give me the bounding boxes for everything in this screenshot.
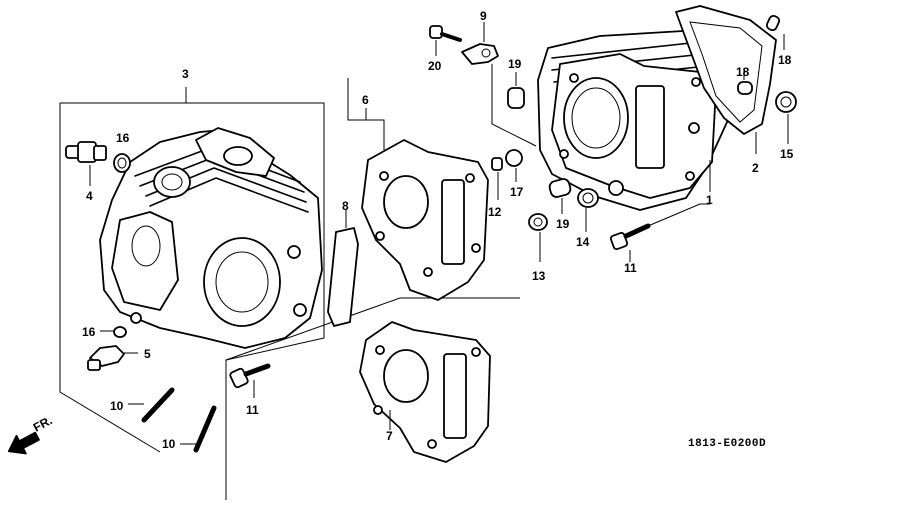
- part-9-hose-clamp: [461, 22, 537, 147]
- callout-17: 17: [510, 185, 524, 199]
- cylinder-head: [99, 127, 323, 349]
- part-8-cam-chain-guide: [327, 210, 359, 327]
- callout-16-upper: 16: [116, 131, 130, 145]
- callout-19-lower: 19: [556, 217, 570, 231]
- callout-7: 7: [386, 429, 393, 443]
- callout-20: 20: [428, 59, 442, 73]
- gasket-group-bracket: [225, 78, 520, 361]
- part-4-valve-cap: [65, 141, 107, 186]
- part-19-dowel-lower: [548, 178, 572, 214]
- callout-3: 3: [182, 67, 189, 81]
- callout-18-top: 18: [778, 53, 792, 67]
- part-11-flange-bolt-right: [609, 203, 710, 262]
- part-17-cap-nut: [505, 149, 523, 182]
- callout-11-right: 11: [624, 261, 637, 275]
- callout-18-mid: 18: [736, 65, 750, 79]
- part-7-head-gasket-lower: [359, 321, 491, 463]
- callout-10-upper: 10: [110, 399, 124, 413]
- callout-2: 2: [752, 161, 759, 175]
- part-19-dowel-upper: [507, 72, 525, 109]
- part-14-o-ring: [577, 188, 599, 232]
- part-6-head-gasket-upper: [361, 139, 489, 301]
- cylinder-head-group-bracket: [59, 87, 325, 500]
- part-12-dowel-pin: [491, 157, 503, 200]
- label-fr: FR.: [31, 413, 55, 434]
- part-11-flange-bolt-left: [229, 363, 271, 398]
- callout-10-lower: 10: [162, 437, 176, 451]
- part-13-washer: [528, 213, 548, 262]
- part-18-dowel-pin-top: [765, 14, 785, 50]
- front-direction-arrow: [7, 431, 40, 455]
- part-2-cylinder-base-gasket: [675, 5, 777, 154]
- part-15-oil-seal: [775, 91, 797, 144]
- callout-6: 6: [362, 93, 369, 107]
- callout-8: 8: [342, 199, 349, 213]
- callout-15: 15: [780, 147, 794, 161]
- label-diagram-code: 1813-E0200D: [688, 438, 766, 450]
- callout-11-left: 11: [246, 403, 259, 417]
- part-20-bolt: [429, 25, 462, 56]
- callout-16-lower: 16: [82, 325, 96, 339]
- part-10-stud-bolt-upper: [128, 387, 175, 423]
- callout-1: 1: [706, 193, 713, 207]
- part-5-tappet-adjuster: [87, 345, 138, 371]
- callout-9: 9: [480, 9, 487, 23]
- part-1-cylinder: [537, 29, 729, 211]
- part-16-o-ring-upper: [113, 153, 131, 173]
- callout-19-upper: 19: [508, 57, 522, 71]
- callout-5: 5: [144, 347, 151, 361]
- callout-4: 4: [86, 189, 93, 203]
- callout-12: 12: [488, 205, 502, 219]
- part-16-o-ring-lower: [100, 326, 127, 338]
- callout-14: 14: [576, 235, 590, 249]
- part-18-dowel-pin-mid: [737, 68, 753, 95]
- callout-13: 13: [532, 269, 546, 283]
- part-10-stud-bolt-lower: [180, 405, 217, 453]
